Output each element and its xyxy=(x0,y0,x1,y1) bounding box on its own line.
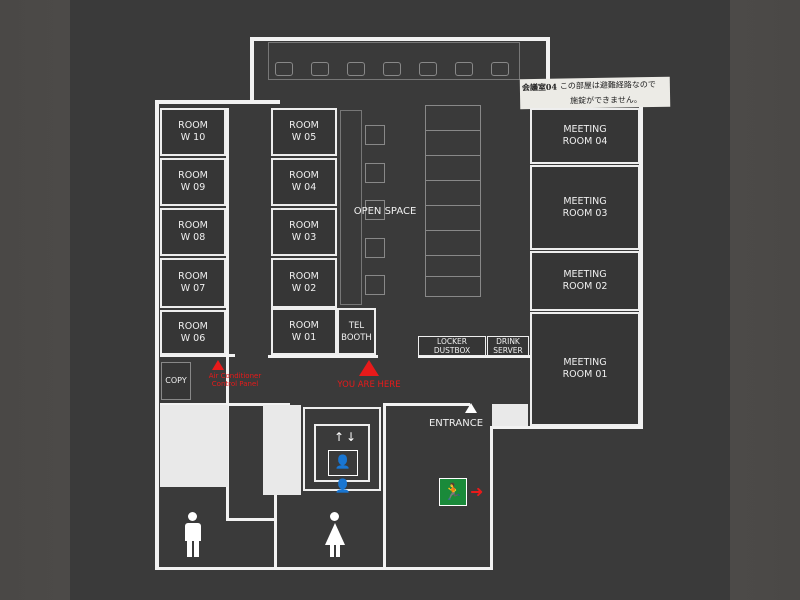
meeting-room-04: MEETING ROOM 04 xyxy=(530,108,640,164)
arrow-right-icon: ➜ xyxy=(470,482,484,501)
elevator-icon: ↑↓ 👤👤 xyxy=(314,424,370,494)
tel-booth: TEL BOOTH xyxy=(337,308,376,355)
men-restroom-icon xyxy=(183,512,203,558)
copy-area: COPY xyxy=(161,362,191,400)
meeting-room-02: MEETING ROOM 02 xyxy=(530,251,640,311)
white-block xyxy=(263,405,301,495)
room-w06: ROOM W 06 xyxy=(160,310,226,355)
room-w04: ROOM W 04 xyxy=(271,158,337,206)
white-block xyxy=(160,405,228,487)
meeting-room-03: MEETING ROOM 03 xyxy=(530,165,640,250)
women-restroom-icon xyxy=(325,512,345,558)
entrance-label: ENTRANCE xyxy=(428,418,484,429)
notice-sticker: 会議室04 この部屋は避難経路なので 施錠ができません。 xyxy=(519,76,671,110)
open-space-label: OPEN SPACE xyxy=(353,206,417,217)
room-w08: ROOM W 08 xyxy=(160,208,226,256)
room-w03: ROOM W 03 xyxy=(271,208,337,256)
room-w10: ROOM W 10 xyxy=(160,108,226,156)
elevator-area xyxy=(303,407,381,491)
room-w05: ROOM W 05 xyxy=(271,108,337,156)
white-block xyxy=(492,404,528,426)
room-w07: ROOM W 07 xyxy=(160,258,226,308)
entrance-marker-icon xyxy=(465,403,477,413)
ac-panel-label: Air Conditioner Control Panel xyxy=(208,372,262,388)
room-w01: ROOM W 01 xyxy=(271,308,337,355)
room-w02: ROOM W 02 xyxy=(271,258,337,308)
room-w09: ROOM W 09 xyxy=(160,158,226,206)
drink-server: DRINK SERVER xyxy=(487,336,529,356)
meeting-room-01: MEETING ROOM 01 xyxy=(530,312,640,426)
you-are-here-marker-icon xyxy=(359,360,379,376)
locker-dustbox: LOCKER DUSTBOX xyxy=(418,336,486,356)
notice-line-1: この部屋は避難経路なので xyxy=(559,79,656,91)
ac-panel-marker-icon xyxy=(212,360,224,370)
notice-overlap-text: 会議室04 xyxy=(521,81,558,93)
emergency-exit-icon: 🏃 xyxy=(439,478,467,506)
notice-line-2: 施錠ができません。 xyxy=(570,95,642,106)
you-are-here-label: YOU ARE HERE xyxy=(337,380,401,390)
